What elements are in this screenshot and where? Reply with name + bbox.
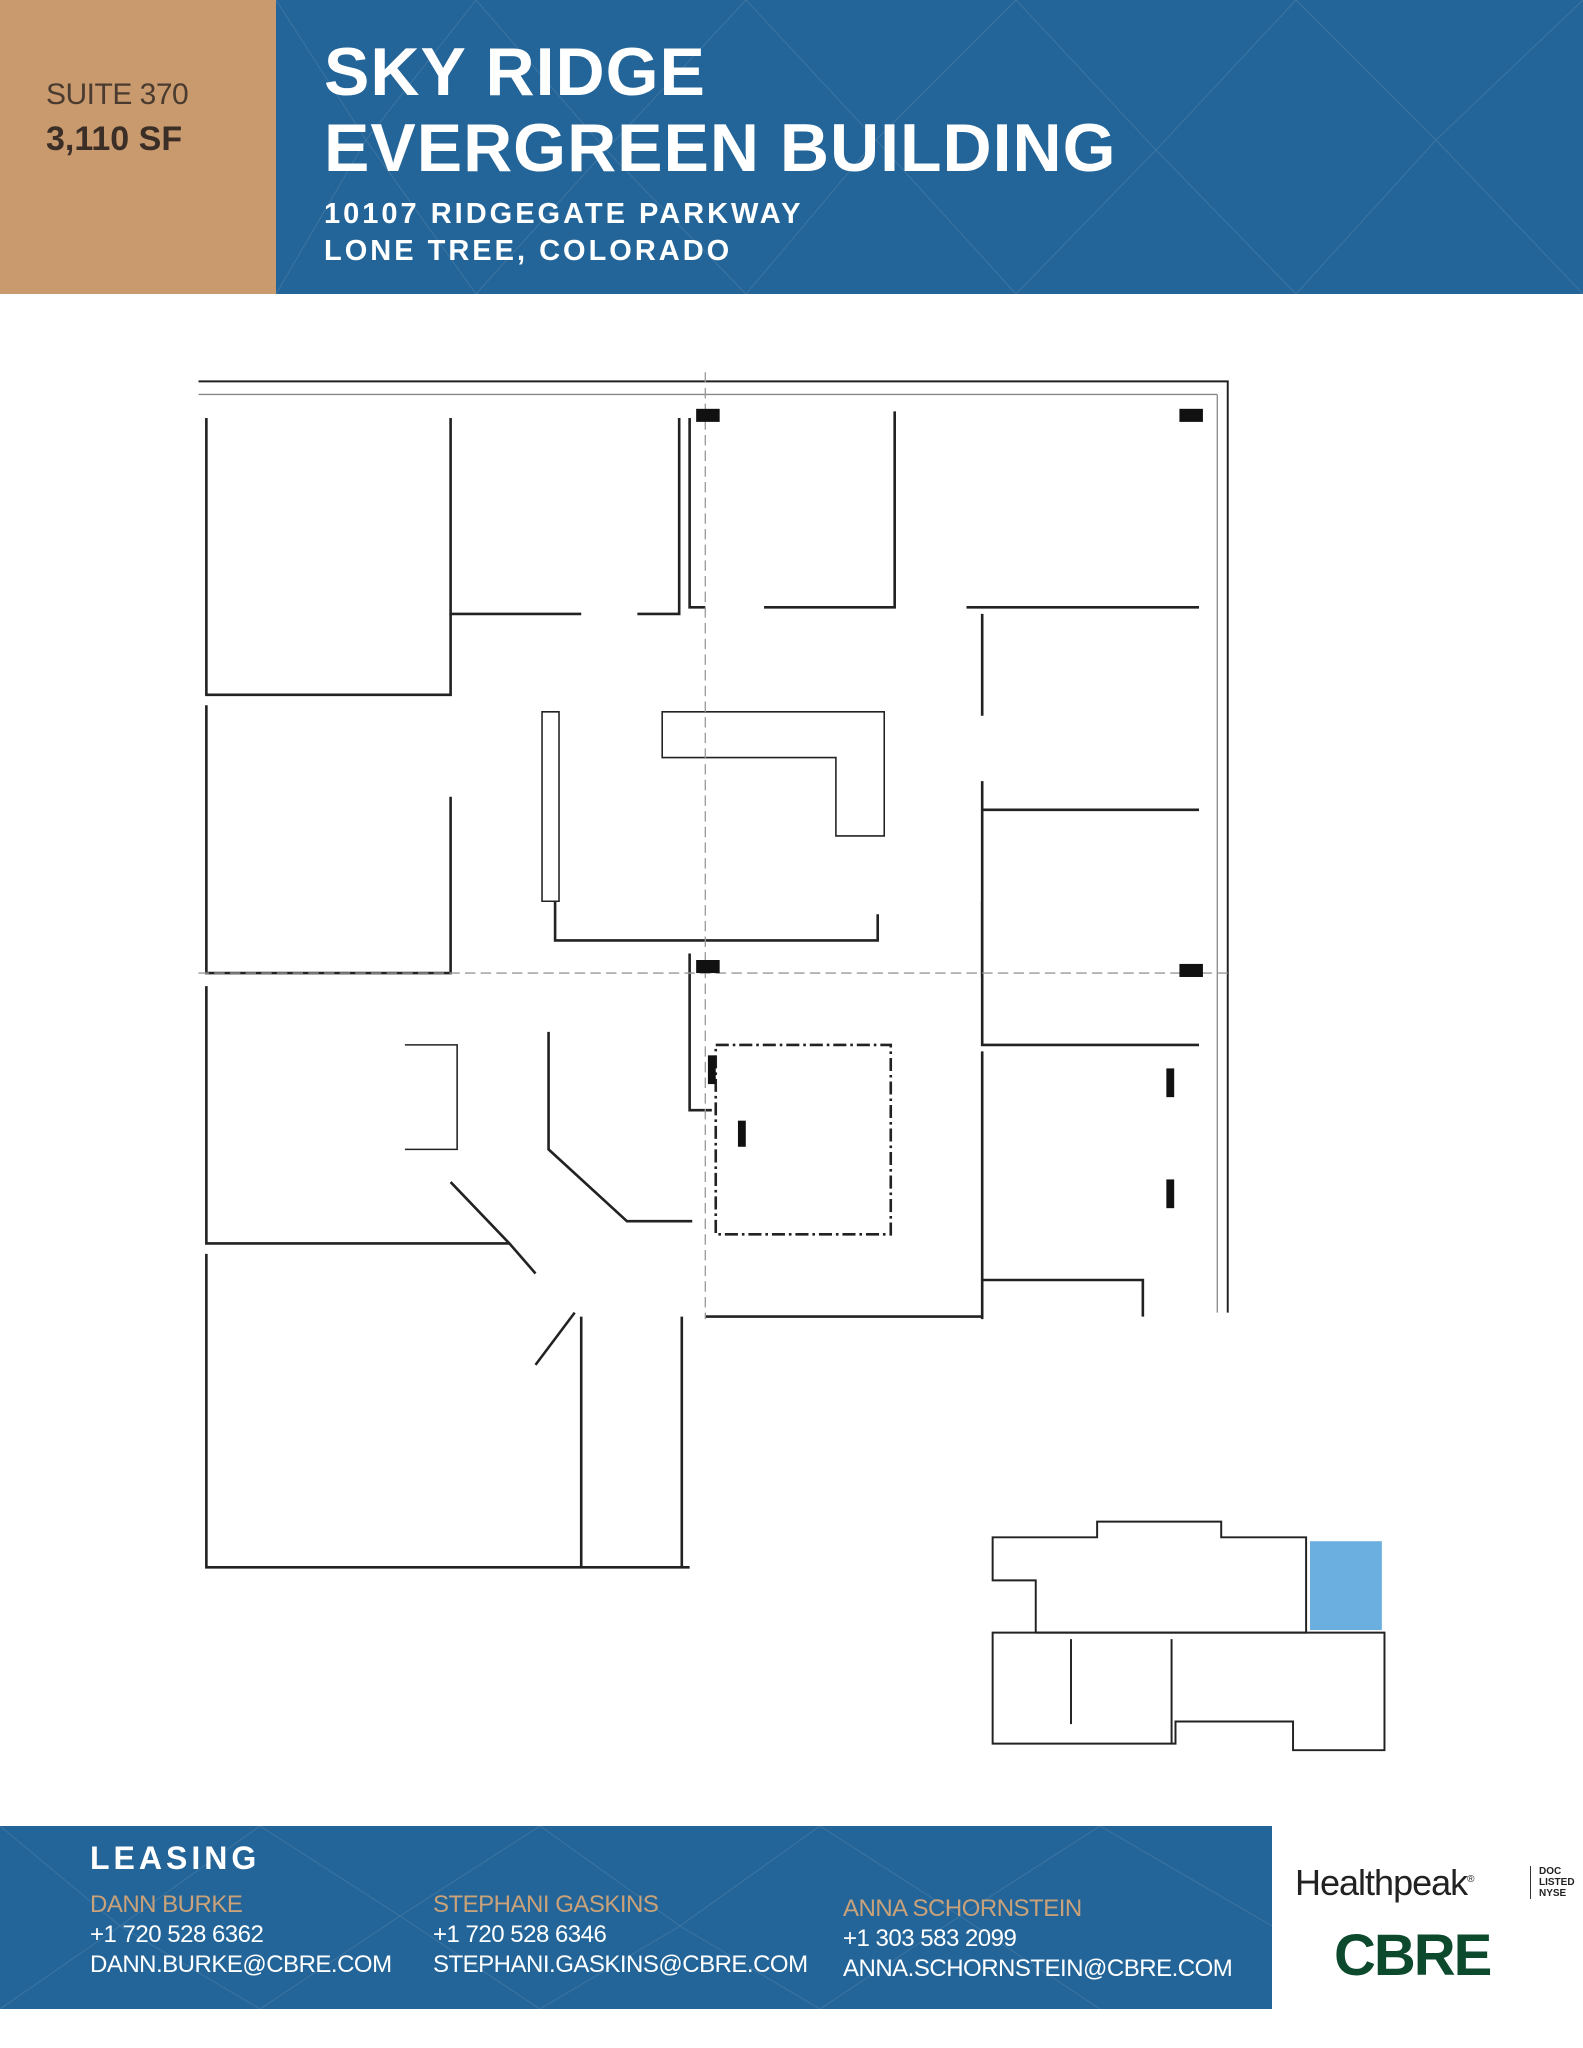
- address-line-2: LONE TREE, COLORADO: [324, 235, 733, 267]
- keyplan-suite-highlight: [1310, 1541, 1382, 1631]
- title-line-1: SKY RIDGE: [324, 34, 706, 110]
- suite-info-panel: SUITE 370 3,110 SF: [0, 0, 276, 294]
- address: 10107 RIDGEGATE PARKWAY LONE TREE, COLOR…: [324, 196, 803, 270]
- contact-card: ANNA SCHORNSTEIN +1 303 583 2099 ANNA.SC…: [843, 1894, 1233, 1984]
- contact-phone[interactable]: +1 720 528 6346: [433, 1921, 607, 1948]
- contact-email[interactable]: ANNA.SCHORNSTEIN@CBRE.COM: [843, 1955, 1233, 1982]
- grid-lines: [198, 372, 1228, 1320]
- contact-email[interactable]: STEPHANI.GASKINS@CBRE.COM: [433, 1951, 808, 1978]
- leasing-footer: LEASING DANN BURKE +1 720 528 6362 DANN.…: [0, 1826, 1272, 2009]
- healthpeak-logo: Healthpeak®: [1295, 1862, 1475, 1903]
- contact-email[interactable]: DANN.BURKE@CBRE.COM: [90, 1951, 392, 1978]
- keyplan: [991, 1520, 1386, 1752]
- geometric-pattern: [276, 0, 1583, 294]
- footer-pattern: [0, 1826, 1272, 2009]
- floor-plan-columns: [696, 408, 1203, 1209]
- contact-name: ANNA SCHORNSTEIN: [843, 1895, 1082, 1922]
- suite-area: 3,110 SF: [46, 120, 183, 158]
- address-line-1: 10107 RIDGEGATE PARKWAY: [324, 198, 804, 230]
- contact-phone[interactable]: +1 720 528 6362: [90, 1921, 264, 1948]
- contact-phone[interactable]: +1 303 583 2099: [843, 1925, 1017, 1952]
- healthpeak-logo-text: Healthpeak: [1295, 1862, 1468, 1903]
- nyse-ticker-badge: DOC LISTED NYSE: [1530, 1866, 1575, 1899]
- leasing-heading: LEASING: [90, 1840, 261, 1876]
- contact-card: STEPHANI GASKINS +1 720 528 6346 STEPHAN…: [433, 1890, 808, 1980]
- contact-card: DANN BURKE +1 720 528 6362 DANN.BURKE@CB…: [90, 1890, 392, 1980]
- contact-name: STEPHANI GASKINS: [433, 1891, 659, 1918]
- suite-number: SUITE 370: [46, 78, 189, 111]
- contact-name: DANN BURKE: [90, 1891, 243, 1918]
- title-line-2: EVERGREEN BUILDING: [324, 110, 1117, 186]
- cbre-logo: CBRE: [1334, 1923, 1492, 1988]
- floor-plan-walls: [198, 380, 1229, 1569]
- building-title: SKY RIDGE EVERGREEN BUILDING: [324, 34, 1117, 186]
- header-banner: SKY RIDGE EVERGREEN BUILDING 10107 RIDGE…: [276, 0, 1583, 294]
